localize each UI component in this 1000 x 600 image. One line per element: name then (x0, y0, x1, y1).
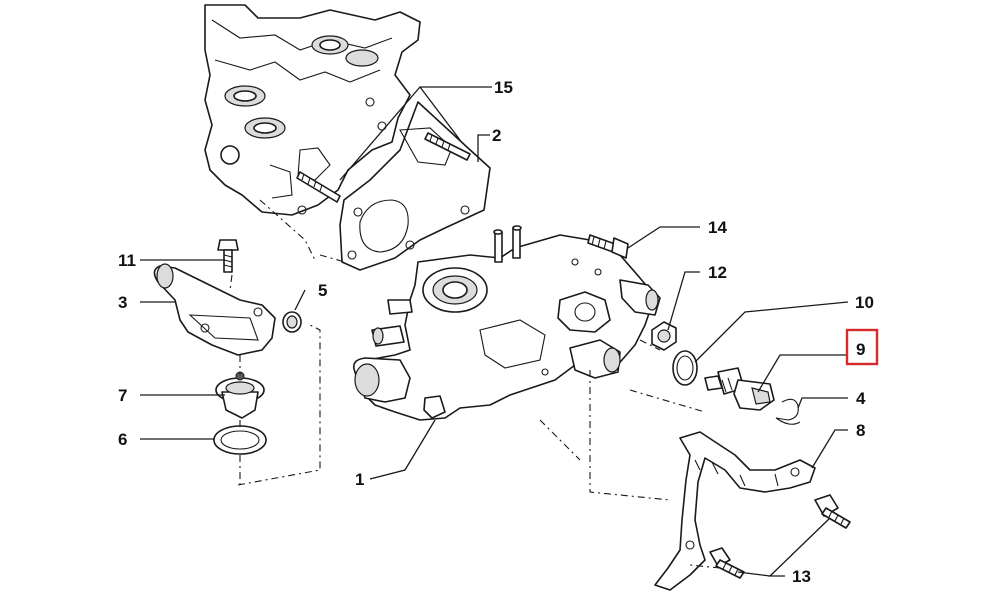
callout-15: 15 (494, 78, 513, 97)
temperature-sensor-9 (704, 367, 775, 411)
leader-lines (140, 86, 849, 577)
nut-12 (651, 321, 677, 351)
highlight-box (845, 328, 879, 366)
gasket-2 (339, 101, 491, 271)
bracket-8 (654, 431, 816, 591)
thermostat-cover-3 (153, 263, 276, 356)
o-ring-10 (672, 350, 698, 386)
callout-13: 13 (792, 567, 811, 586)
callout-9: 9 (856, 340, 865, 359)
bolts-13 (709, 494, 851, 579)
engine-block (204, 4, 421, 216)
assembly-guide-lines (229, 199, 721, 569)
bolt-11 (217, 239, 239, 273)
studs-15 (296, 132, 471, 203)
callout-7: 7 (118, 386, 127, 405)
thermostat-7 (215, 371, 265, 419)
callout-1: 1 (355, 470, 364, 489)
thermostat-housing-body (352, 225, 661, 421)
seal-ring-6 (213, 425, 267, 455)
callout-2: 2 (492, 126, 501, 145)
callout-5: 5 (318, 281, 327, 300)
callout-11: 11 (118, 251, 136, 270)
retaining-clip-4 (775, 398, 801, 425)
callout-8: 8 (856, 421, 865, 440)
callout-6: 6 (118, 430, 127, 449)
callout-14: 14 (708, 218, 727, 237)
callout-4: 4 (856, 389, 866, 408)
callout-10: 10 (855, 293, 874, 312)
bolt-14 (587, 234, 629, 259)
callout-labels: 15 2 14 11 12 5 3 10 9 7 4 8 6 1 13 (118, 78, 879, 586)
callout-3: 3 (118, 293, 127, 312)
callout-12: 12 (708, 263, 727, 282)
plug-5 (282, 311, 302, 333)
